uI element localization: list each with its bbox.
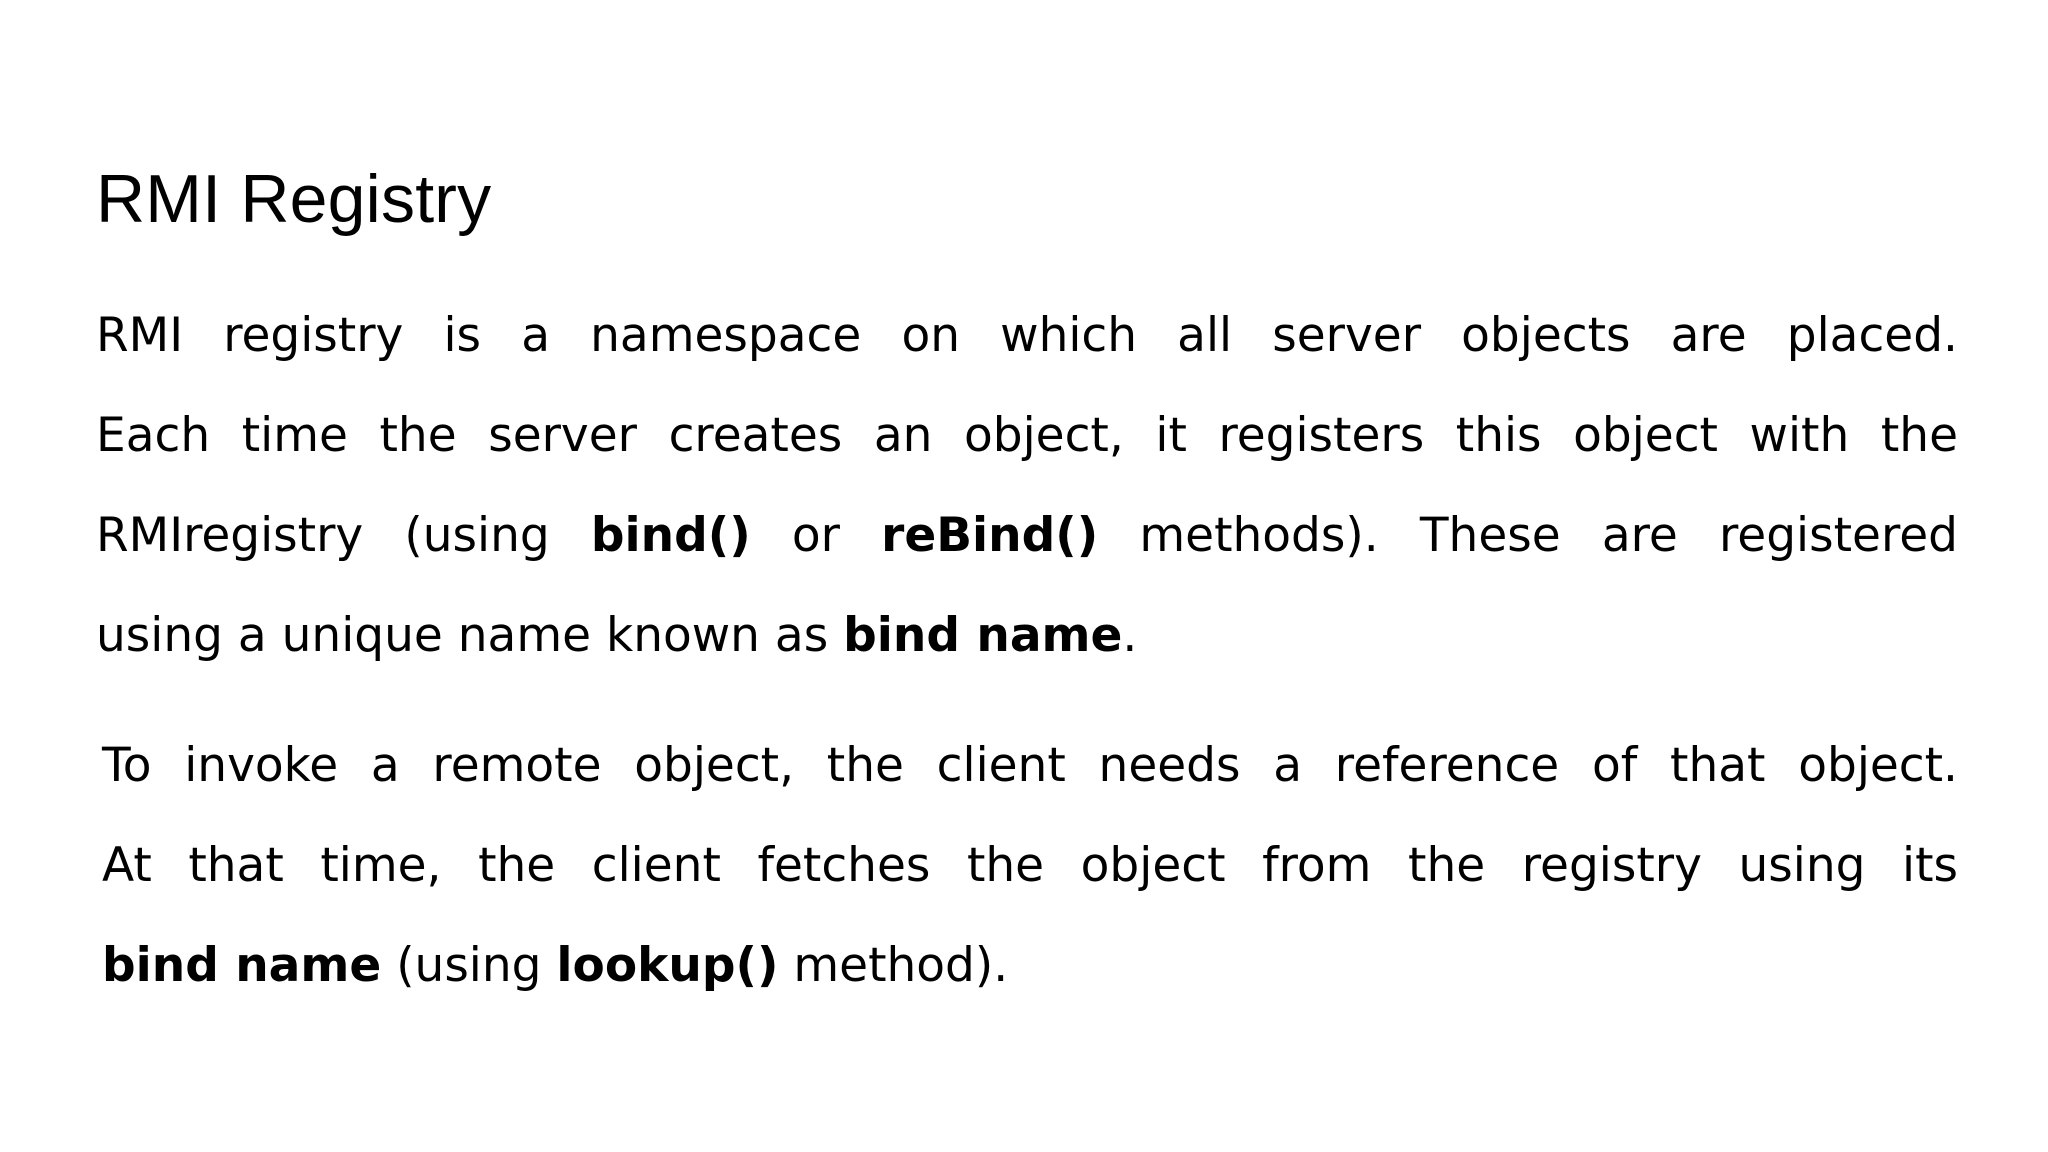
emphasized-term: reBind() [881, 508, 1099, 563]
page-title: RMI Registry [96, 160, 492, 237]
emphasized-term: bind name [843, 608, 1123, 663]
paragraph-line: RMIregistry (using bind() or reBind() me… [96, 486, 1958, 586]
line-text-plain: bind name (using lookup() method). [102, 938, 1009, 993]
paragraph-line: Each time the server creates an object, … [96, 408, 1958, 463]
slide-body: RMI registry is a namespace on which all… [96, 286, 1958, 1016]
paragraph-line: At that time, the client fetches the obj… [102, 838, 1958, 893]
paragraph-line: using a unique name known as bind name. [96, 586, 1958, 686]
emphasized-term: lookup() [556, 938, 779, 993]
paragraph-line: RMI registry is a namespace on which all… [96, 308, 1958, 363]
paragraph-line: bind name (using lookup() method). [96, 916, 1958, 1016]
emphasized-term: bind name [102, 938, 382, 993]
emphasized-term: bind() [590, 508, 751, 563]
paragraph-registry-namespace: RMI registry is a namespace on which all… [96, 286, 1958, 686]
line-text-plain: using a unique name known as bind name. [96, 608, 1138, 663]
line-text-plain: RMIregistry (using bind() or reBind() me… [96, 508, 1958, 563]
paragraph-line: To invoke a remote object, the client ne… [102, 738, 1958, 793]
paragraph-lookup-reference: To invoke a remote object, the client ne… [96, 716, 1958, 1016]
